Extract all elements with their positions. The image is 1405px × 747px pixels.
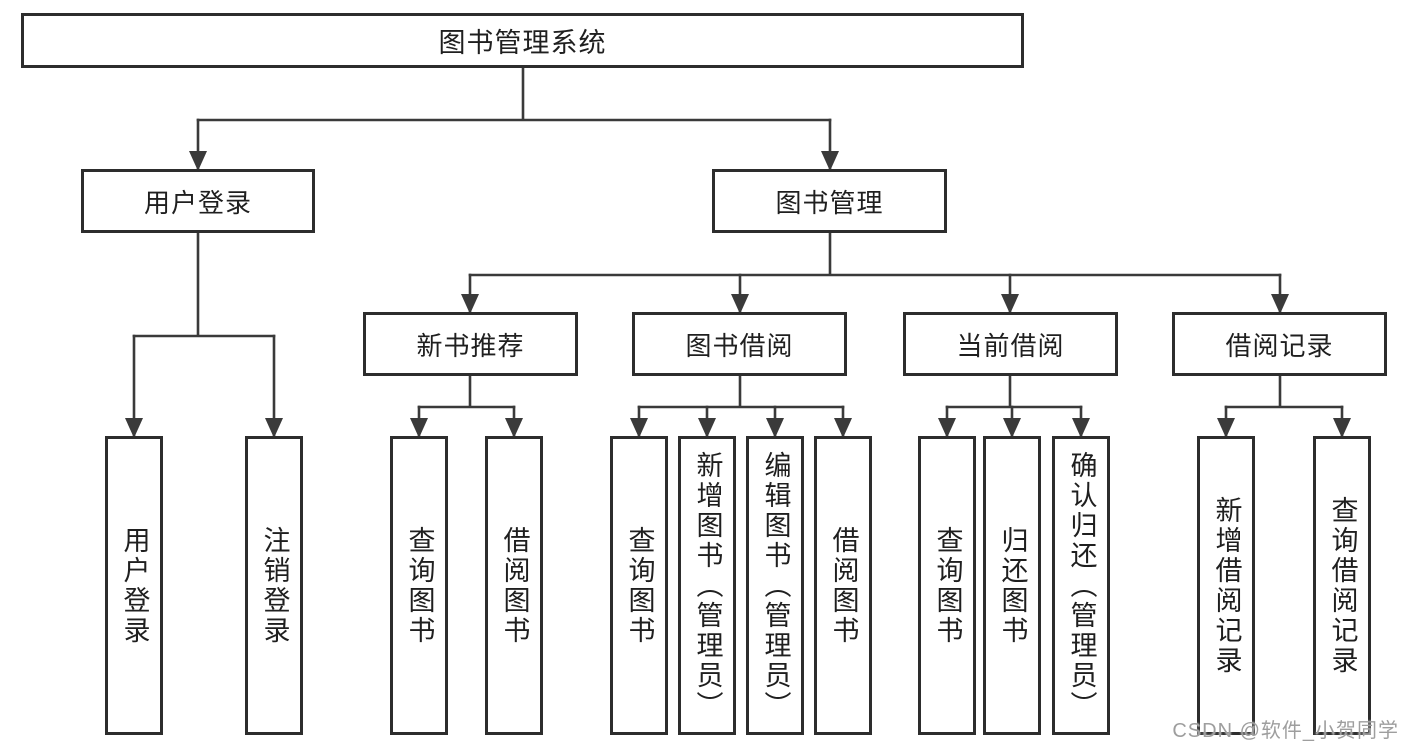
node-new-book-recommend-label: 新书推荐 xyxy=(416,330,525,361)
node-query-books-2: 查询图书 xyxy=(610,436,668,735)
node-book-borrow-label: 图书借阅 xyxy=(685,330,794,361)
node-root-label: 图书管理系统 xyxy=(438,28,607,58)
node-logout-leaf-label: 注销登录 xyxy=(259,525,290,646)
node-new-book-recommend: 新书推荐 xyxy=(363,312,578,376)
node-book-management-label: 图书管理 xyxy=(775,187,884,218)
node-borrow-records: 借阅记录 xyxy=(1172,312,1387,376)
node-add-book-admin: 新增图书（管理员） xyxy=(678,436,736,735)
node-query-books-1-label: 查询图书 xyxy=(404,525,435,646)
node-query-books-3-label: 查询图书 xyxy=(932,525,963,646)
node-confirm-return-admin-label: 确认归还（管理员） xyxy=(1066,450,1097,721)
node-edit-book-admin-label: 编辑图书（管理员） xyxy=(760,450,791,721)
node-query-borrow-record: 查询借阅记录 xyxy=(1313,436,1371,735)
node-user-login-label: 用户登录 xyxy=(143,187,252,218)
node-query-borrow-record-label: 查询借阅记录 xyxy=(1327,495,1358,676)
node-borrow-books-1-label: 借阅图书 xyxy=(499,525,530,646)
node-borrow-books-1: 借阅图书 xyxy=(485,436,543,735)
node-root-system: 图书管理系统 xyxy=(21,13,1024,68)
connector-rails xyxy=(132,66,1344,409)
node-query-books-1: 查询图书 xyxy=(390,436,448,735)
watermark: CSDN @软件_小贺同学 xyxy=(1172,720,1399,742)
node-confirm-return-admin: 确认归还（管理员） xyxy=(1052,436,1110,735)
node-borrow-records-label: 借阅记录 xyxy=(1225,330,1334,361)
node-borrow-books-2: 借阅图书 xyxy=(814,436,872,735)
node-book-management: 图书管理 xyxy=(712,169,947,233)
node-edit-book-admin: 编辑图书（管理员） xyxy=(746,436,804,735)
node-return-book-label: 归还图书 xyxy=(997,525,1028,646)
node-user-login-leaf: 用户登录 xyxy=(105,436,163,735)
node-borrow-books-2-label: 借阅图书 xyxy=(828,525,859,646)
node-add-borrow-record: 新增借阅记录 xyxy=(1197,436,1255,735)
node-return-book: 归还图书 xyxy=(983,436,1041,735)
node-current-borrow-label: 当前借阅 xyxy=(956,330,1065,361)
node-logout-leaf: 注销登录 xyxy=(245,436,303,735)
node-add-borrow-record-label: 新增借阅记录 xyxy=(1211,495,1242,676)
node-query-books-3: 查询图书 xyxy=(918,436,976,735)
node-add-book-admin-label: 新增图书（管理员） xyxy=(692,450,723,721)
node-book-borrow: 图书借阅 xyxy=(632,312,847,376)
node-current-borrow: 当前借阅 xyxy=(903,312,1118,376)
node-query-books-2-label: 查询图书 xyxy=(624,525,655,646)
node-user-login: 用户登录 xyxy=(81,169,315,233)
node-user-login-leaf-label: 用户登录 xyxy=(119,525,150,646)
